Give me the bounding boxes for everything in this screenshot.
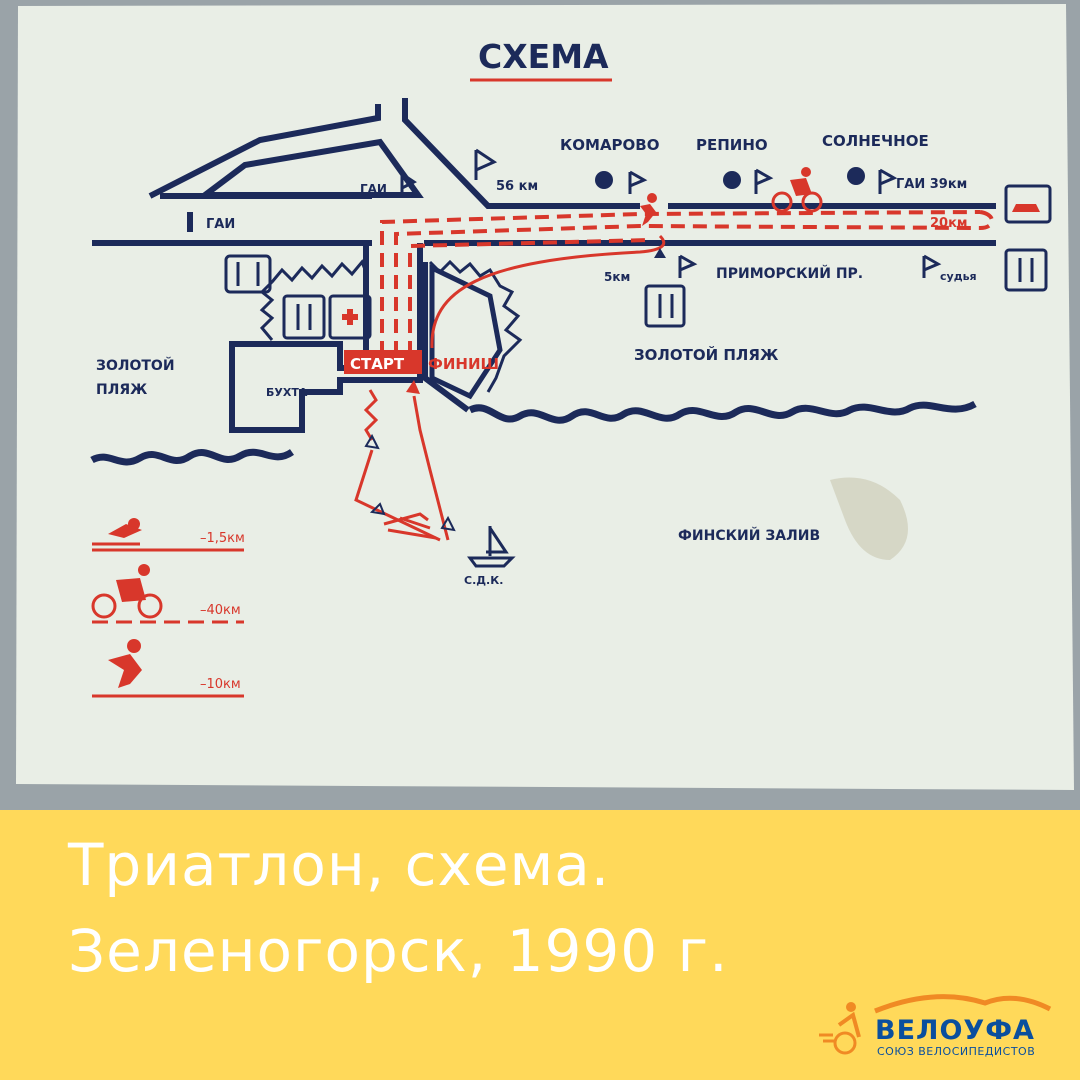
label-zolotoy-plyazh: ЗОЛОТОЙ ПЛЯЖ bbox=[634, 345, 779, 364]
road-diagonal bbox=[402, 98, 640, 209]
label-gai-left: ГАИ bbox=[206, 217, 235, 232]
label-20km: 20км bbox=[930, 216, 968, 231]
runner-icon bbox=[108, 639, 142, 688]
label-komarovo: КОМАРОВО bbox=[560, 136, 659, 154]
restaurant-icon bbox=[1004, 248, 1048, 292]
label-repino: РЕПИНО bbox=[696, 136, 768, 154]
label-finsky-zaliv: ФИНСКИЙ ЗАЛИВ bbox=[678, 527, 820, 544]
swimmer-icon bbox=[108, 518, 142, 538]
roads bbox=[92, 98, 996, 246]
swim-route bbox=[354, 389, 450, 542]
runner-on-route-icon bbox=[640, 193, 657, 226]
shore-zigzag-right bbox=[428, 259, 523, 393]
logo-subtitle: СОЮЗ ВЕЛОСИПЕДИСТОВ bbox=[877, 1045, 1036, 1058]
swim-arrow bbox=[406, 380, 420, 394]
village-dot bbox=[847, 167, 865, 185]
first-aid-icon bbox=[328, 294, 372, 340]
swimmer-mark bbox=[383, 512, 437, 540]
label-bukhta: БУХТА bbox=[266, 386, 308, 399]
facility-icons bbox=[224, 184, 1052, 340]
flag-icon bbox=[678, 254, 698, 278]
cutlery-marks bbox=[236, 258, 1034, 330]
toilet-icon bbox=[224, 254, 272, 294]
start-label: СТАРТ bbox=[350, 355, 405, 373]
legend-bike-distance: –40км bbox=[200, 603, 241, 618]
red-cross bbox=[342, 309, 358, 325]
map-title: СХЕМА bbox=[478, 37, 609, 76]
cyclist-on-route-icon bbox=[771, 167, 823, 213]
bike-route bbox=[380, 210, 994, 355]
flag-icon bbox=[400, 172, 417, 194]
finish-label: ФИНИШ bbox=[428, 355, 499, 373]
label-judge: судья bbox=[940, 270, 977, 283]
label-5km: 5км bbox=[604, 270, 630, 284]
caption-line-1: Триатлон, схема. bbox=[68, 831, 611, 899]
flag-icon bbox=[754, 168, 774, 194]
road-outer-loop bbox=[148, 104, 381, 199]
flag-icon bbox=[628, 170, 648, 194]
ambulance-body bbox=[1012, 204, 1040, 212]
logo-name: ВЕЛОУФА bbox=[875, 1015, 1035, 1046]
label-solnechnoe: СОЛНЕЧНОЕ bbox=[822, 132, 929, 150]
turn-marker bbox=[654, 248, 666, 258]
legend-swim-distance: –1,5км bbox=[200, 531, 245, 546]
restaurant-icon bbox=[644, 284, 686, 328]
coastline bbox=[90, 243, 977, 466]
mountain-icon bbox=[874, 994, 1052, 1014]
cyclist-icon bbox=[91, 564, 163, 619]
village-dot bbox=[595, 171, 613, 189]
swim-line bbox=[92, 542, 244, 552]
caption-line-2: Зеленогорск, 1990 г. bbox=[68, 917, 729, 985]
legend-run-distance: –10км bbox=[200, 677, 241, 692]
wave-right bbox=[468, 400, 977, 424]
paper-sheet bbox=[16, 4, 1074, 790]
label-sdk: С.Д.К. bbox=[464, 574, 503, 587]
label-gai-39: ГАИ 39км bbox=[896, 177, 967, 192]
legend: –1,5км –40км –10км bbox=[91, 518, 245, 698]
flag-icon bbox=[922, 254, 942, 278]
start-box bbox=[344, 350, 422, 374]
flag-icon bbox=[878, 168, 898, 194]
buoys bbox=[364, 433, 456, 532]
restaurant-icon bbox=[282, 294, 326, 340]
village-dot bbox=[723, 171, 741, 189]
run-route bbox=[430, 234, 666, 349]
caption-banner bbox=[0, 810, 1080, 1080]
triathlon-map: СХЕМА СТАРТ ФИНИШ bbox=[16, 4, 1074, 790]
label-primorsky: ПРИМОРСКИЙ ПР. bbox=[716, 265, 863, 282]
label-gai-top: ГАИ bbox=[360, 182, 387, 196]
poster-photo: СХЕМА СТАРТ ФИНИШ bbox=[0, 0, 1080, 810]
wave-left bbox=[90, 448, 295, 466]
flags bbox=[400, 148, 942, 278]
cyclist-icon bbox=[833, 1031, 857, 1055]
label-56km: 56 км bbox=[496, 179, 538, 194]
stain bbox=[830, 477, 908, 560]
ambulance-icon bbox=[1004, 184, 1052, 224]
flag-icon bbox=[474, 148, 498, 180]
pier-edge bbox=[422, 262, 470, 413]
sailboat-icon bbox=[467, 526, 516, 568]
velo-ufa-logo: ВЕЛОУФА СОЮЗ ВЕЛОСИПЕДИСТОВ bbox=[815, 985, 1065, 1065]
label-plyazh-left: ПЛЯЖ bbox=[96, 382, 147, 398]
logo-graphic bbox=[819, 994, 1052, 1055]
label-zolotoy-left: ЗОЛОТОЙ bbox=[96, 357, 175, 374]
pier-block bbox=[429, 264, 503, 400]
